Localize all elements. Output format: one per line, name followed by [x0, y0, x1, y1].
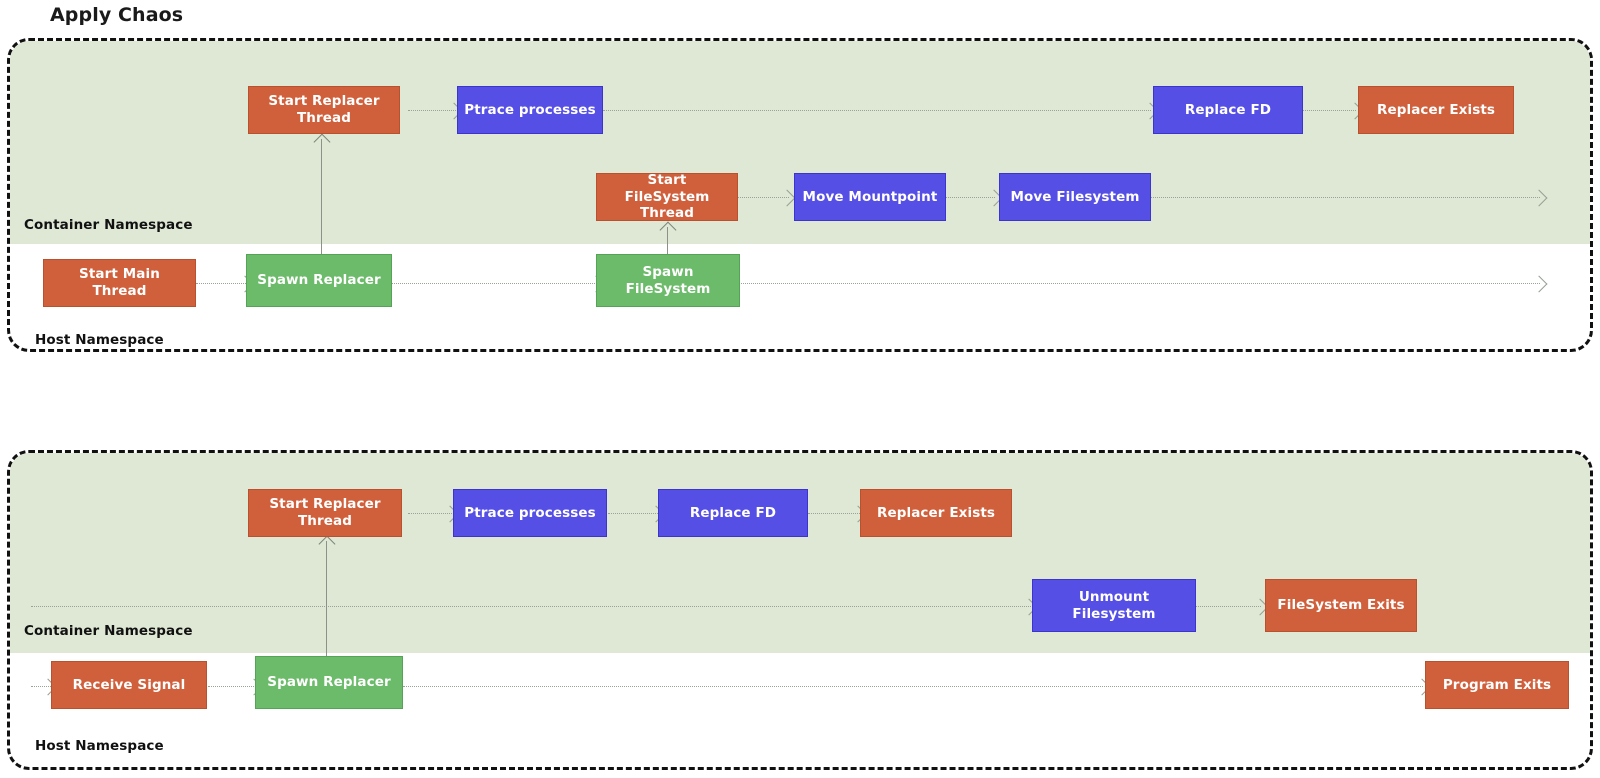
- panel-apply-chaos: Container Namespace Host Namespace Start…: [7, 38, 1593, 352]
- node-receive-signal[interactable]: Receive Signal: [51, 661, 207, 709]
- host-namespace-label-2: Host Namespace: [35, 738, 164, 754]
- node-unmount-filesystem[interactable]: Unmount Filesystem: [1032, 579, 1196, 632]
- node-spawn-replacer[interactable]: Spawn Replacer: [246, 254, 392, 307]
- edge-spawn-replacer-up: [321, 139, 322, 292]
- node-replace-fd-2[interactable]: Replace FD: [658, 489, 808, 537]
- edge-start-replacer-to-ptrace: [408, 110, 456, 111]
- edge-start-fs-to-move-mountpoint: [738, 197, 789, 198]
- container-namespace-label: Container Namespace: [24, 217, 193, 233]
- node-ptrace-processes-2[interactable]: Ptrace processes: [453, 489, 607, 537]
- edge-ptrace-to-replace-fd: [603, 110, 1151, 111]
- node-start-replacer-thread-2[interactable]: Start Replacer Thread: [248, 489, 402, 537]
- node-filesystem-exits[interactable]: FileSystem Exits: [1265, 579, 1417, 632]
- edge-spawn-filesystem-lifeline: [738, 283, 1540, 284]
- edge-unmount-to-filesystem-exits: [1196, 606, 1261, 607]
- panel-recover-chaos: Container Namespace Host Namespace Start…: [7, 450, 1593, 770]
- node-spawn-filesystem[interactable]: Spawn FileSystem: [596, 254, 740, 307]
- edge-start-main-to-spawn-replacer: [196, 283, 246, 284]
- edge-spawn-replacer-to-program-exits: [403, 686, 1423, 687]
- edge-lifeline-to-receive-signal: [31, 686, 53, 687]
- node-move-filesystem[interactable]: Move Filesystem: [999, 173, 1151, 221]
- node-move-mountpoint[interactable]: Move Mountpoint: [794, 173, 946, 221]
- node-spawn-replacer-2[interactable]: Spawn Replacer: [255, 656, 403, 709]
- container-namespace-label-2: Container Namespace: [24, 623, 193, 639]
- node-replace-fd[interactable]: Replace FD: [1153, 86, 1303, 134]
- edge-lifeline-to-unmount-filesystem: [31, 606, 1031, 607]
- edge-spawn-replacer-up-2: [326, 541, 327, 665]
- edge-ptrace-to-replace-fd-2: [608, 513, 658, 514]
- edge-spawn-replacer-to-spawn-filesystem: [390, 283, 597, 284]
- edge-replace-fd-to-replacer-exists: [1303, 110, 1356, 111]
- arrowhead-host-lifeline-end: [1530, 275, 1548, 293]
- edge-start-replacer-to-ptrace-2: [408, 513, 452, 514]
- node-replacer-exists[interactable]: Replacer Exists: [1358, 86, 1514, 134]
- node-ptrace-processes[interactable]: Ptrace processes: [457, 86, 603, 134]
- edge-replace-fd-to-replacer-exists-2: [808, 513, 860, 514]
- node-program-exits[interactable]: Program Exits: [1425, 661, 1569, 709]
- node-start-filesystem-thread[interactable]: Start FileSystem Thread: [596, 172, 738, 221]
- node-start-replacer-thread[interactable]: Start Replacer Thread: [248, 86, 400, 134]
- node-start-main-thread[interactable]: Start Main Thread: [43, 259, 196, 307]
- page-title: Apply Chaos: [50, 4, 184, 26]
- node-replacer-exists-2[interactable]: Replacer Exists: [860, 489, 1012, 537]
- host-namespace-label: Host Namespace: [35, 332, 164, 348]
- edge-receive-signal-to-spawn-replacer-2: [208, 686, 256, 687]
- edge-move-mountpoint-to-move-filesystem: [946, 197, 995, 198]
- edge-move-filesystem-lifeline: [1151, 197, 1540, 198]
